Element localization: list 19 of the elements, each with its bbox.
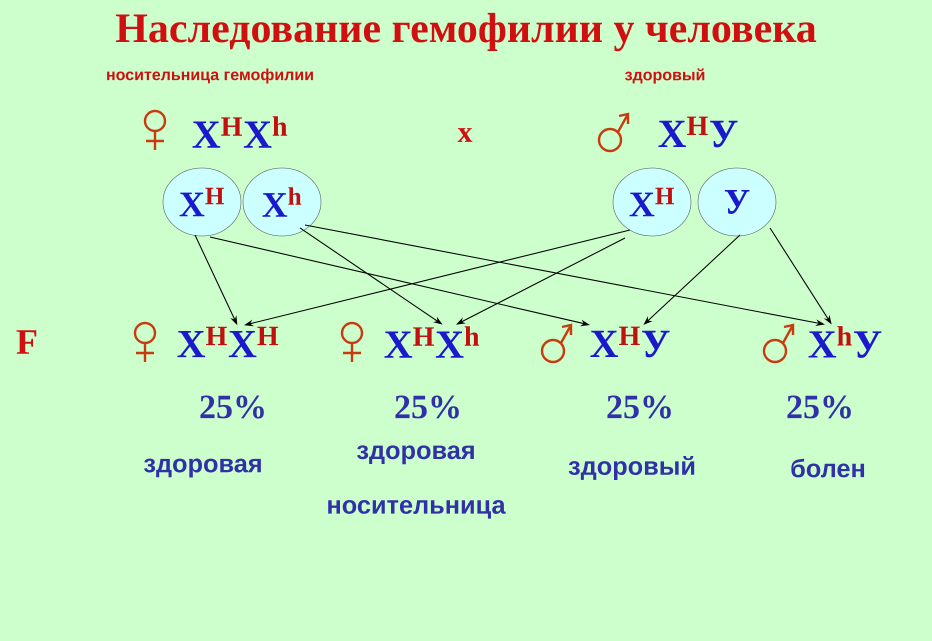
genotype: X$^{H}$X$^{H}$ [177, 326, 278, 358]
title: Наследование гемофилии у человека [116, 12, 816, 52]
percentage: 25% [200, 395, 264, 419]
phenotype-label: болен [791, 458, 864, 478]
genotype: X$^{H}$X$^{h}$ [384, 326, 480, 358]
genotype: X$^{h}$У [808, 326, 882, 358]
caption: здоровый [625, 68, 704, 84]
generation-label: F [16, 330, 36, 354]
cross-sign: x [458, 128, 472, 142]
percentage: 25% [607, 395, 671, 419]
phenotype-label: здоровая носительница [328, 445, 506, 519]
percentage: 25% [395, 395, 459, 419]
percentage: 25% [787, 395, 851, 419]
genotype: X$^{H}$У [658, 116, 738, 148]
phenotype-label: здоровая [144, 458, 261, 478]
genotype: X$^{H}$У [590, 326, 670, 358]
phenotype-label: здоровый [568, 456, 694, 480]
caption: носительница гемофилии [107, 68, 313, 84]
genotype: X$^{H}$X$^{h}$ [192, 116, 288, 148]
